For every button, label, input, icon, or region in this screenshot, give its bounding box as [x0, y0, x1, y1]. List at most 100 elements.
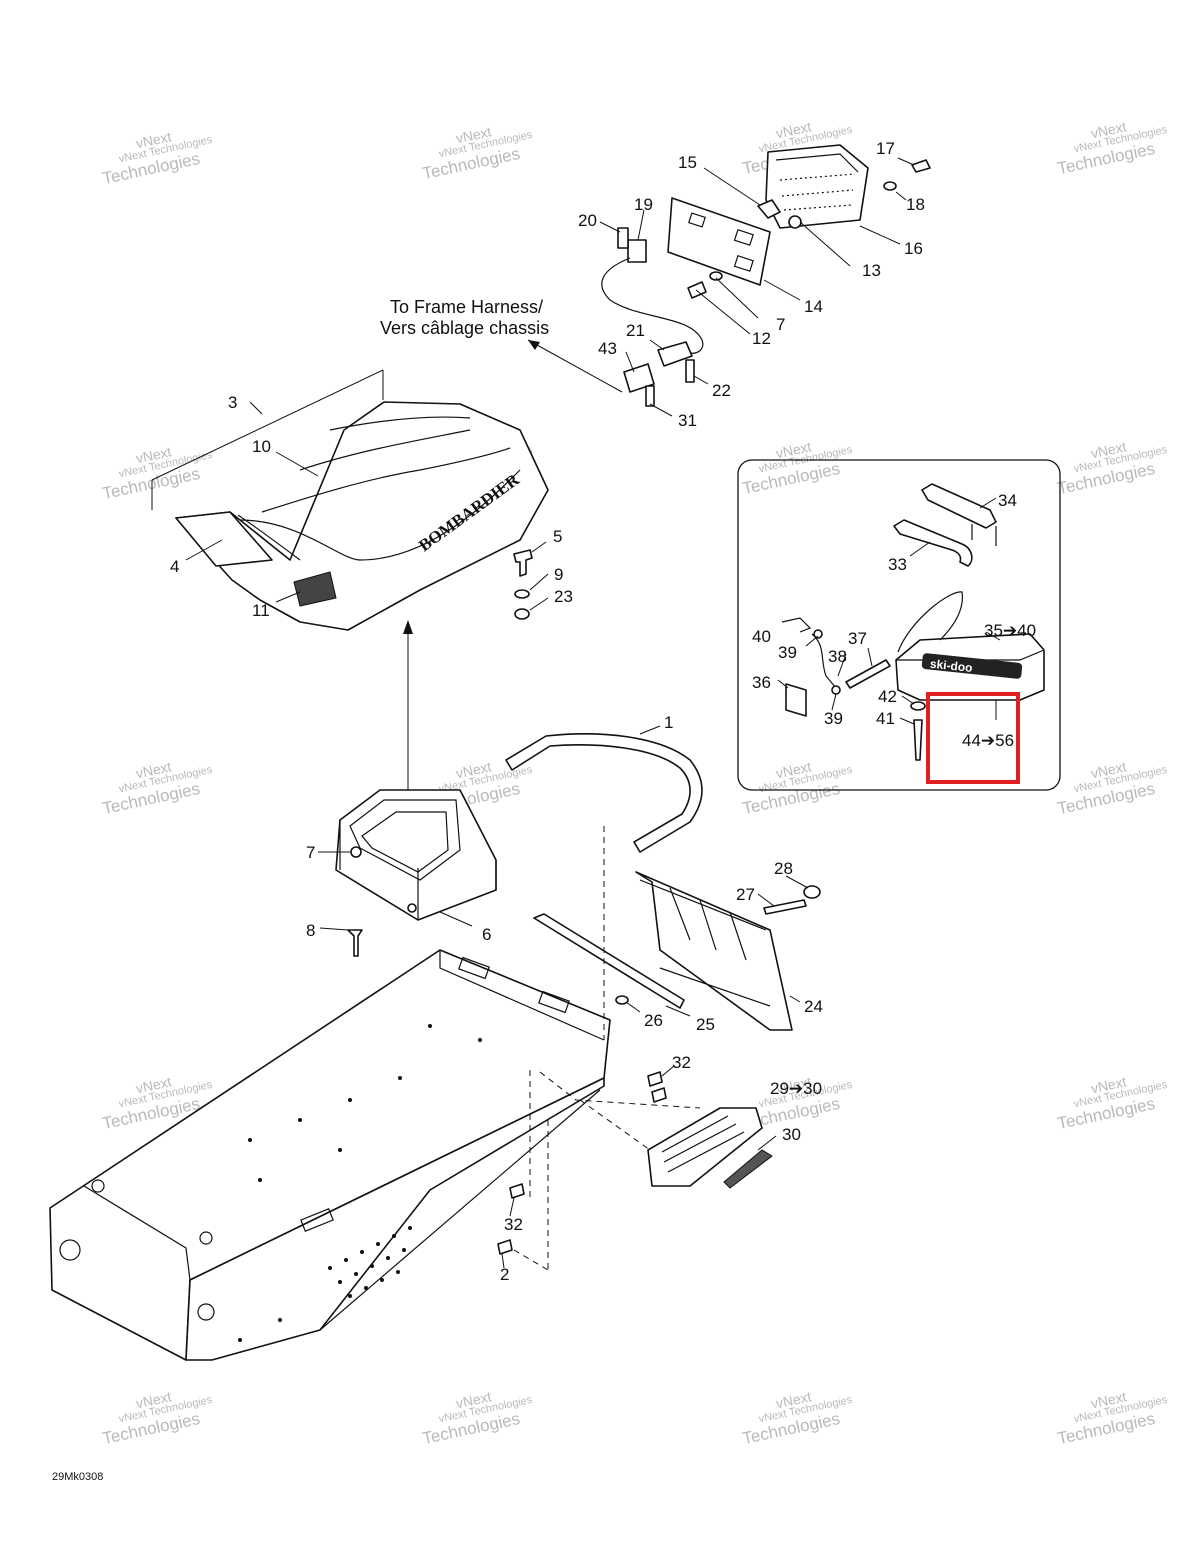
connector-21 — [657, 341, 693, 367]
callout-1: 1 — [664, 713, 673, 732]
callout-32: 32 — [672, 1053, 691, 1072]
washer-42 — [910, 701, 926, 711]
rear-bumper — [505, 733, 703, 853]
screw-32-c — [509, 1183, 525, 1199]
pin-27 — [763, 899, 807, 915]
bracket-33 — [893, 519, 973, 567]
storage-box — [335, 789, 497, 957]
plate-36 — [785, 683, 807, 717]
stud-37 — [845, 659, 891, 689]
callout-19: 19 — [634, 195, 653, 214]
svg-text:vNext: vNext — [454, 758, 492, 781]
callout-31: 31 — [678, 411, 697, 430]
callout-21: 21 — [626, 321, 645, 340]
svg-text:vNext: vNext — [134, 1388, 172, 1411]
callout-33: 33 — [888, 555, 907, 574]
bracket-25 — [533, 913, 685, 1009]
tail-light-assembly — [601, 144, 931, 407]
screw-5 — [513, 549, 533, 577]
inset-frame — [737, 459, 1061, 791]
seat-flap — [175, 511, 273, 567]
tail-light-lens — [765, 144, 869, 229]
callout-36: 36 — [752, 673, 771, 692]
connector-19 — [627, 239, 647, 263]
callout-35: 35➔40 — [984, 621, 1036, 640]
seat-grip-pad — [293, 571, 337, 607]
screw-17 — [911, 159, 931, 173]
tunnel-holes — [238, 1024, 482, 1342]
callout-15: 15 — [678, 153, 697, 172]
annotation-line-1: To Frame Harness/ — [390, 297, 543, 317]
assembly-arrow — [403, 620, 413, 820]
callout-26: 26 — [644, 1011, 663, 1030]
terminal-22 — [685, 359, 695, 383]
callout-43: 43 — [598, 339, 617, 358]
svg-text:vNext: vNext — [774, 1073, 812, 1096]
screw-32-a — [647, 1071, 663, 1087]
terminal-31 — [645, 385, 655, 407]
screw-2 — [497, 1239, 513, 1255]
bracket-34 — [921, 483, 997, 529]
bag-logo-plate — [921, 653, 1023, 679]
callout-28: 28 — [774, 859, 793, 878]
callout-42: 42 — [878, 687, 897, 706]
svg-text:vNext: vNext — [774, 118, 812, 141]
washer-9 — [514, 589, 530, 599]
svg-text:vNext: vNext — [774, 758, 812, 781]
svg-text:vNext: vNext — [1089, 1073, 1127, 1096]
callout-23: 23 — [554, 587, 573, 606]
callout-3: 3 — [228, 393, 237, 412]
callout-18: 18 — [906, 195, 925, 214]
svg-text:vNext: vNext — [1089, 438, 1127, 461]
svg-text:vNext: vNext — [1089, 1388, 1127, 1411]
callout-5: 5 — [553, 527, 562, 546]
callout-27: 27 — [736, 885, 755, 904]
harness-annotation: To Frame Harness/ Vers câblage chassis — [380, 297, 623, 393]
terminal-20 — [617, 227, 629, 249]
callout-32b: 32 — [504, 1215, 523, 1234]
screw-12 — [687, 281, 707, 299]
callout-6: 6 — [482, 925, 491, 944]
svg-text:vNext: vNext — [134, 443, 172, 466]
callout-24: 24 — [804, 997, 823, 1016]
rear-reflector — [497, 1071, 773, 1255]
callout-20: 20 — [578, 211, 597, 230]
callout-14: 14 — [804, 297, 823, 316]
rivet-41 — [913, 719, 923, 761]
callout-17: 17 — [876, 139, 895, 158]
grommet — [788, 215, 802, 229]
reflector-29 — [647, 1107, 763, 1187]
callout-labels: 1 2 3 4 5 6 7 7 8 9 10 11 12 13 14 15 16… — [170, 139, 1036, 1284]
callout-30: 30 — [782, 1125, 801, 1144]
callout-37: 37 — [848, 629, 867, 648]
callout-16: 16 — [904, 239, 923, 258]
bumper-handle — [505, 733, 703, 853]
callout-39: 39 — [778, 643, 797, 662]
svg-text:vNext: vNext — [134, 128, 172, 151]
clip-28 — [803, 885, 821, 899]
drawing-reference: 29Mk0308 — [52, 1471, 103, 1483]
screw-32-b — [651, 1087, 667, 1103]
annotation-line-2: Vers câblage chassis — [380, 318, 549, 338]
washer-18 — [883, 181, 897, 191]
tunnel-side — [185, 1077, 605, 1361]
callout-25: 25 — [696, 1015, 715, 1034]
tail-light-housing — [667, 197, 771, 286]
svg-text:vNext: vNext — [454, 1388, 492, 1411]
rear-flap — [533, 871, 821, 1031]
reflector-30 — [723, 1149, 773, 1189]
tunnel-frame — [49, 949, 611, 1361]
box-6 — [335, 789, 497, 921]
svg-text:vNext: vNext — [1089, 758, 1127, 781]
connector-43 — [623, 363, 655, 393]
callout-10: 10 — [252, 437, 271, 456]
accessory-inset: ski-doo — [737, 459, 1061, 791]
rivet-8 — [347, 929, 363, 957]
callout-12: 12 — [752, 329, 771, 348]
svg-text:vNext: vNext — [1089, 118, 1127, 141]
nut-23 — [514, 608, 530, 620]
leader-lines — [185, 157, 1001, 1269]
svg-text:vNext: vNext — [774, 438, 812, 461]
svg-text:vNext: vNext — [134, 1073, 172, 1096]
